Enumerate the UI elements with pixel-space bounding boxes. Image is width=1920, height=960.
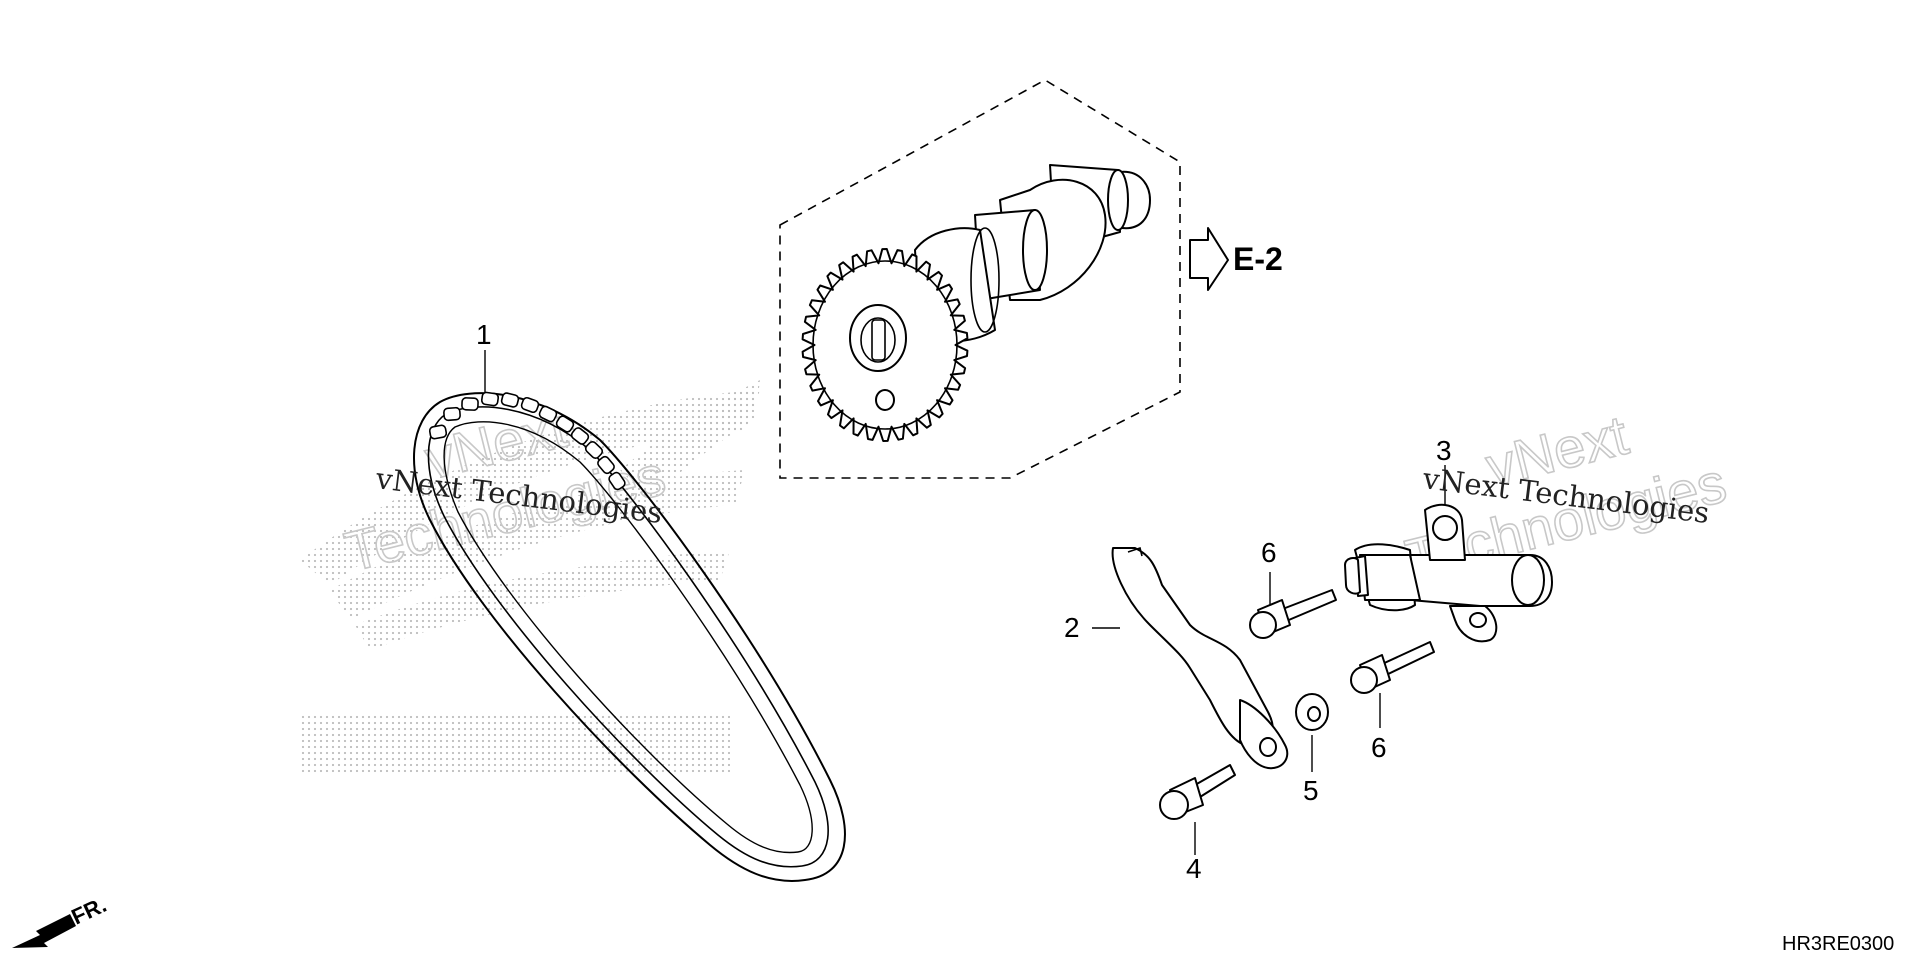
diagram-code: HR3RE0300 bbox=[1782, 933, 1894, 955]
washer bbox=[1295, 693, 1329, 731]
cam-chain bbox=[413, 391, 846, 882]
chain-link bbox=[597, 455, 615, 475]
cam-sprocket bbox=[801, 248, 969, 442]
callout-2: 2 bbox=[1064, 612, 1080, 643]
chain-link bbox=[520, 396, 540, 414]
leader-lines bbox=[484, 350, 1446, 855]
callout-6-upper: 6 bbox=[1261, 537, 1277, 568]
camshaft-assembly bbox=[801, 164, 1151, 442]
chain-link bbox=[570, 427, 590, 445]
callout-4: 4 bbox=[1186, 853, 1202, 884]
chain-link bbox=[584, 440, 604, 460]
chain-link bbox=[500, 392, 520, 408]
front-direction-arrow: FR. bbox=[12, 892, 110, 948]
callout-6-lower: 6 bbox=[1371, 732, 1387, 763]
tensioner-lifter bbox=[1344, 503, 1553, 643]
chain-link bbox=[428, 424, 448, 440]
chain-links bbox=[428, 391, 626, 491]
chain-link bbox=[538, 405, 558, 423]
tensioner-arm bbox=[1111, 546, 1289, 770]
callout-1: 1 bbox=[476, 319, 492, 350]
chain-link bbox=[608, 471, 626, 491]
bolt-upper bbox=[1249, 589, 1337, 639]
chain-link bbox=[480, 391, 500, 407]
bolt-pivot bbox=[1159, 764, 1236, 820]
callout-3: 3 bbox=[1436, 435, 1452, 466]
background-logo bbox=[300, 380, 760, 775]
camshaft-group-outline bbox=[779, 79, 1181, 479]
chain-link bbox=[461, 397, 479, 411]
reference-label: E-2 bbox=[1233, 241, 1283, 277]
callout-5: 5 bbox=[1303, 775, 1319, 806]
bolt-lower-right bbox=[1350, 641, 1435, 694]
chain-link bbox=[443, 406, 461, 422]
chain-link bbox=[555, 415, 575, 433]
reference-arrow-e2: E-2 bbox=[1189, 227, 1283, 291]
